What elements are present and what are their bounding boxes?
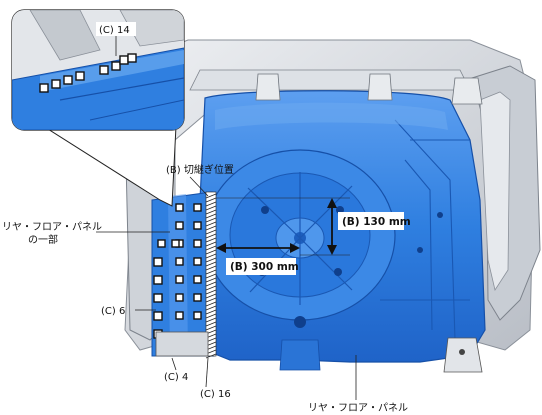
bottom-left-bracket [155, 331, 209, 357]
label-partial-panel-line1: リヤ・フロア・パネル [2, 221, 102, 233]
spot-weld-marker [127, 53, 137, 63]
spot-weld-marker [75, 71, 85, 81]
spot-weld-marker [193, 203, 202, 212]
bottom-right-bracket [443, 337, 483, 373]
spot-weld-marker [193, 239, 202, 248]
spot-weld-marker [175, 203, 184, 212]
spot-weld-marker [153, 257, 163, 267]
spot-weld-marker [157, 239, 166, 248]
spot-weld-marker [63, 75, 73, 85]
label-c6: (C) 6 [101, 306, 125, 317]
spot-weld-marker [193, 221, 202, 230]
spot-weld-marker [153, 293, 163, 303]
spot-weld-marker [175, 275, 184, 284]
spot-weld-marker [119, 55, 129, 65]
spot-weld-marker [193, 257, 202, 266]
cut-line [205, 191, 217, 359]
spot-weld-marker [175, 311, 184, 320]
dimension-130: (B) 130 mm [216, 197, 411, 256]
detail-inset: (C) 14 [11, 9, 185, 207]
label-c16: (C) 16 [200, 389, 231, 400]
spot-weld-marker [39, 83, 49, 93]
label-partial-panel-line2: の一部 [28, 233, 58, 246]
spot-weld-marker [193, 293, 202, 302]
spot-weld-marker [111, 61, 121, 71]
label-rear-floor-panel: リヤ・フロア・パネル [308, 402, 408, 414]
spot-weld-marker [51, 79, 61, 89]
rear-floor-panel-shape [199, 90, 486, 371]
spot-weld-marker [175, 293, 184, 302]
spot-weld-marker [171, 239, 180, 248]
spot-weld-marker [175, 221, 184, 230]
label-cut-position: (B) 切継ぎ位置 [166, 163, 234, 176]
label-b300: (B) 300 mm [230, 261, 299, 273]
spot-weld-marker [153, 275, 163, 285]
spot-weld-marker [193, 311, 202, 320]
label-c14: (C) 14 [99, 25, 130, 36]
label-b130: (B) 130 mm [342, 216, 411, 228]
spot-weld-marker [99, 65, 109, 75]
spot-weld-marker [153, 311, 163, 321]
top-brackets [255, 73, 483, 105]
label-c4: (C) 4 [164, 372, 188, 383]
spot-weld-marker [193, 275, 202, 284]
spot-weld-marker [175, 257, 184, 266]
dimension-300: (B) 300 mm [216, 243, 300, 275]
